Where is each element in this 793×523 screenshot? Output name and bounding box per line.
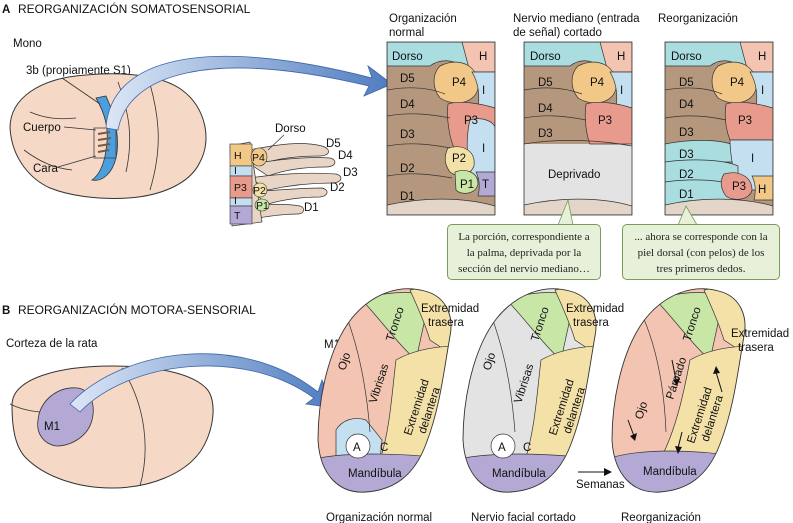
map2-dorsum: Dorso bbox=[530, 51, 561, 63]
map1-p4: P4 bbox=[452, 77, 467, 89]
map3-d3: D3 bbox=[679, 127, 694, 139]
callout-deprived-palm: La porción, correspondiente a la palma, … bbox=[447, 224, 601, 280]
hand-pad-h: H bbox=[234, 150, 242, 162]
map1-d3: D3 bbox=[400, 129, 415, 141]
hand-pad-p1: P1 bbox=[256, 200, 269, 212]
callout-dorsal-skin: ... ahora se corresponde con la piel dor… bbox=[622, 224, 780, 280]
b2-caption: Nervio facial cortado bbox=[471, 512, 576, 523]
hand-pad-t: T bbox=[234, 210, 241, 222]
map3-d2: D2 bbox=[679, 169, 694, 181]
map1-d2: D2 bbox=[400, 163, 415, 175]
panel-a-letter: A bbox=[2, 4, 10, 16]
monkey-label: Mono bbox=[13, 38, 42, 50]
hand-d5: D5 bbox=[326, 138, 341, 150]
map3-title: Reorganización bbox=[658, 13, 738, 25]
b2-a: A bbox=[498, 442, 506, 454]
map1-d4: D4 bbox=[400, 99, 415, 111]
map3-h-bottom: H bbox=[758, 184, 766, 196]
map1-p2: P2 bbox=[452, 153, 466, 165]
map1-h: H bbox=[479, 51, 487, 63]
map-reorganized bbox=[665, 42, 773, 215]
b1-eye: Ojo bbox=[336, 351, 353, 372]
map3-d1: D1 bbox=[679, 189, 694, 201]
b2-jaw: Mandíbula bbox=[492, 468, 546, 480]
map1-t: T bbox=[482, 179, 489, 191]
map1-d1: D1 bbox=[400, 191, 415, 203]
panel-b-letter: B bbox=[2, 305, 10, 317]
rat-m1-label: M1 bbox=[44, 421, 60, 433]
panel-a-title: REORGANIZACIÓN SOMATOSENSORIAL bbox=[18, 1, 251, 16]
map2-p4: P4 bbox=[590, 77, 605, 89]
hand-pad-i-upper: I bbox=[234, 165, 237, 177]
map-cut bbox=[524, 42, 632, 215]
map3-h-top: H bbox=[758, 51, 766, 63]
b1-jaw: Mandíbula bbox=[348, 468, 402, 480]
map3-dorsum: Dorso bbox=[671, 51, 702, 63]
map1-p3: P3 bbox=[464, 115, 478, 127]
monkey-brain bbox=[9, 73, 207, 199]
b2-c: C bbox=[523, 442, 531, 454]
body-label: Cuerpo bbox=[23, 122, 61, 134]
weeks-label: Semanas bbox=[576, 479, 625, 491]
map3-d5: D5 bbox=[679, 77, 694, 89]
map2-p3: P3 bbox=[598, 115, 612, 127]
hand-pad-p4: P4 bbox=[252, 152, 265, 164]
b1-caption: Organización normal bbox=[326, 512, 432, 523]
rat-cortex-label: Corteza de la rata bbox=[6, 338, 98, 350]
map3-i-upper: I bbox=[761, 85, 764, 97]
face-label: Cara bbox=[33, 163, 59, 175]
panel-b-title: REORGANIZACIÓN MOTORA-SENSORIAL bbox=[18, 302, 256, 317]
hand-pad-i-lower: I bbox=[234, 195, 237, 207]
hand-pad-p3: P3 bbox=[234, 182, 247, 194]
b1-a: A bbox=[353, 442, 361, 454]
hand-d1: D1 bbox=[304, 202, 319, 214]
map2-h: H bbox=[617, 51, 625, 63]
hand-dorsum-label: Dorso bbox=[275, 123, 306, 135]
hand-pad-p2: P2 bbox=[253, 185, 266, 197]
map1-i-upper: I bbox=[482, 85, 485, 97]
b3-eye: Ojo bbox=[633, 400, 650, 421]
b2-eye: Ojo bbox=[481, 351, 498, 372]
map1-dorsum: Dorso bbox=[392, 51, 423, 63]
hand-d3: D3 bbox=[343, 167, 358, 179]
map3-p3-upper: P3 bbox=[738, 115, 752, 127]
map3-p4: P4 bbox=[730, 77, 745, 89]
map2-deprived: Deprivado bbox=[548, 169, 600, 181]
monkey-hand bbox=[229, 141, 342, 227]
map2-i: I bbox=[620, 85, 623, 97]
map1-p1: P1 bbox=[460, 179, 474, 191]
map-normal bbox=[387, 42, 495, 215]
map3-d3-lower: D3 bbox=[679, 149, 694, 161]
map2-d3: D3 bbox=[538, 128, 553, 140]
map3-p3-lower: P3 bbox=[732, 181, 746, 193]
map1-i-lower: I bbox=[482, 143, 485, 155]
hand-d2: D2 bbox=[330, 182, 345, 194]
map2-d5: D5 bbox=[538, 77, 553, 89]
b1-c: C bbox=[380, 442, 388, 454]
b3-caption: Reorganización bbox=[621, 512, 701, 523]
map2-d4: D4 bbox=[538, 103, 553, 115]
b3-jaw: Mandíbula bbox=[643, 466, 697, 478]
s1-hand-box bbox=[93, 127, 117, 159]
hand-d4: D4 bbox=[338, 150, 353, 162]
map1-d5: D5 bbox=[400, 73, 415, 85]
map3-d4: D4 bbox=[679, 99, 694, 111]
map3-i-lower: I bbox=[751, 153, 754, 165]
